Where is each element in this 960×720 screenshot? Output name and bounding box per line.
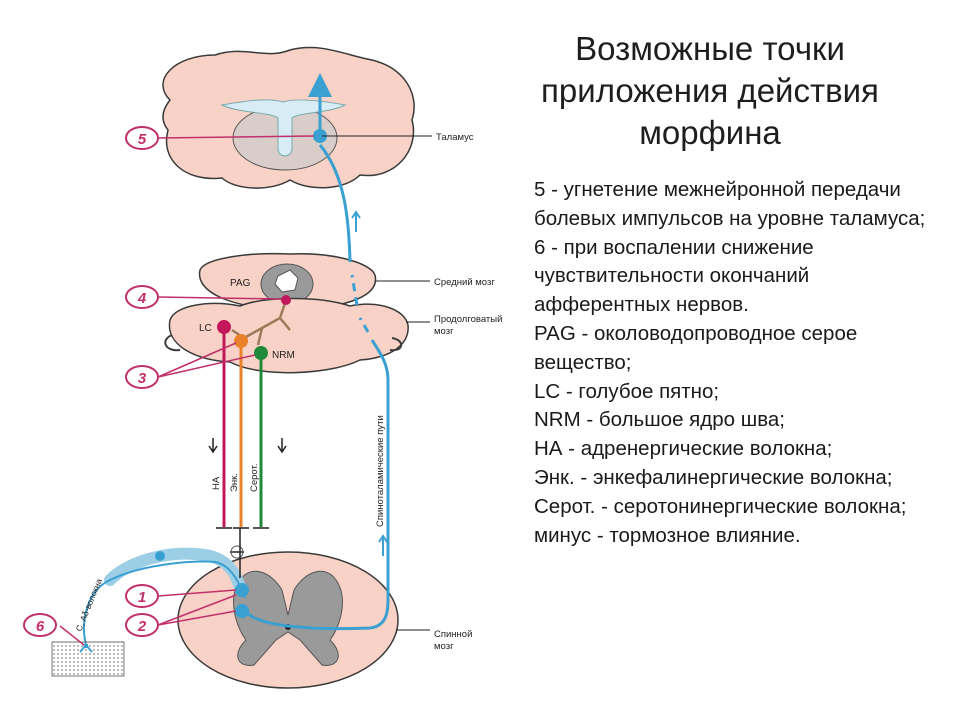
marker-6: 6 (23, 613, 57, 637)
afferent-axon (83, 560, 246, 646)
label-spinal-2: мозг (434, 641, 454, 652)
structure-labels: Таламус Средний мозг Продолговатый мозг … (322, 132, 502, 652)
desc-item-5: 5 - угнетение межнейронной передачи боле… (534, 178, 926, 230)
label-serot: Серот. (249, 464, 260, 492)
label-spinothalamic-tract: Спиноталамические пути (375, 415, 386, 527)
leader-5 (157, 135, 315, 139)
leader-4 (157, 296, 282, 300)
desc-item-serot: Серот. - серотонинергические волокна; ми… (534, 494, 907, 547)
page-title: Возможные точки приложения действия морф… (500, 28, 920, 154)
desc-item-pag: PAG - околоводопроводное серое вещество; (534, 321, 858, 374)
marker-5-label: 5 (138, 131, 147, 148)
up-arrow-2 (378, 534, 388, 556)
title-line-3: морфина (639, 114, 781, 151)
marker-1-label: 1 (138, 589, 146, 606)
action-sites (84, 129, 327, 648)
leader-6 (59, 625, 85, 646)
leader-1 (157, 589, 237, 597)
brown-branches (231, 299, 291, 346)
desc-item-nrm: NRM - большое ядро шва; (534, 408, 785, 432)
leader-3b (157, 354, 256, 378)
ventricle (220, 99, 347, 157)
enk-neuron (234, 334, 248, 348)
medulla-lobe-right (389, 337, 403, 352)
pathway-ascending-medulla (358, 317, 370, 333)
dorsal-root (104, 547, 246, 594)
medulla-outline (168, 297, 409, 374)
spinal-cord-section (177, 551, 399, 689)
leader-2b (157, 594, 237, 626)
desc-item-na: НА - адренергические волокна; (534, 437, 833, 461)
marker-4: 4 (125, 285, 159, 309)
legend-description: 5 - угнетение межнейронной передачи боле… (534, 176, 934, 550)
title-line-1: Возможные точки (575, 30, 845, 67)
marker-1: 1 (125, 584, 159, 608)
label-midbrain: Средний мозг (434, 277, 495, 288)
lc-nucleus (217, 320, 231, 334)
label-enk: Энк. (229, 473, 240, 492)
nrm-nucleus (254, 346, 268, 360)
descending-pathways (208, 295, 291, 578)
label-pag: PAG (230, 278, 251, 289)
label-afferent-fibers: С, Аδ-волокна (74, 577, 104, 633)
up-arrow-1 (351, 210, 361, 232)
leader-2a (157, 610, 237, 626)
aqueduct (274, 269, 299, 293)
label-medulla-1: Продолговатый (434, 314, 502, 325)
dorsal-horn-neuron-1 (235, 583, 249, 597)
pathway-ascending-lower (370, 339, 390, 600)
down-arrow-right (277, 438, 287, 454)
marker-4-label: 4 (137, 290, 147, 307)
label-spinal-1: Спинной (434, 629, 472, 640)
label-nrm: NRM (272, 350, 295, 361)
spinal-grey-matter (233, 570, 343, 666)
inhibitory-circle (230, 545, 244, 559)
brain-section (162, 46, 415, 189)
pathway-arrows (351, 210, 388, 556)
leader-3a (157, 342, 237, 378)
medulla-section (164, 297, 409, 374)
label-medulla-2: мозг (434, 326, 454, 337)
marker-2: 2 (125, 613, 159, 637)
marker-3-label: 3 (138, 370, 147, 387)
pathway-ascending-midbrain (350, 274, 359, 306)
marker-5: 5 (125, 126, 159, 150)
spinothalamic-pathway (243, 73, 390, 631)
pathway-spinal-crossing (243, 599, 390, 631)
marker-leaders (59, 135, 315, 646)
desc-item-enk: Энк. - энкефалинергические волокна; (534, 465, 893, 489)
desc-item-6: 6 - при воспалении снижение чувствительн… (534, 235, 814, 317)
drg-neuron (155, 551, 165, 561)
desc-item-lc: LC - голубое пятно; (534, 379, 720, 403)
marker-2-label: 2 (137, 618, 147, 635)
dorsal-horn-neuron-2 (235, 604, 249, 618)
midbrain-section (198, 252, 377, 311)
down-arrow-left (208, 438, 218, 454)
marker-6-label: 6 (36, 618, 45, 635)
label-na: НА (211, 476, 222, 490)
label-lc: LC (199, 323, 212, 334)
pathway-ascending-upper (318, 144, 352, 263)
marker-3: 3 (125, 365, 159, 389)
pag-neuron (281, 295, 291, 305)
thalamus-neuron (313, 129, 327, 143)
medulla-lobe-left (164, 334, 181, 352)
label-thalamus: Таламус (436, 132, 474, 143)
title-line-2: приложения действия (541, 72, 879, 109)
